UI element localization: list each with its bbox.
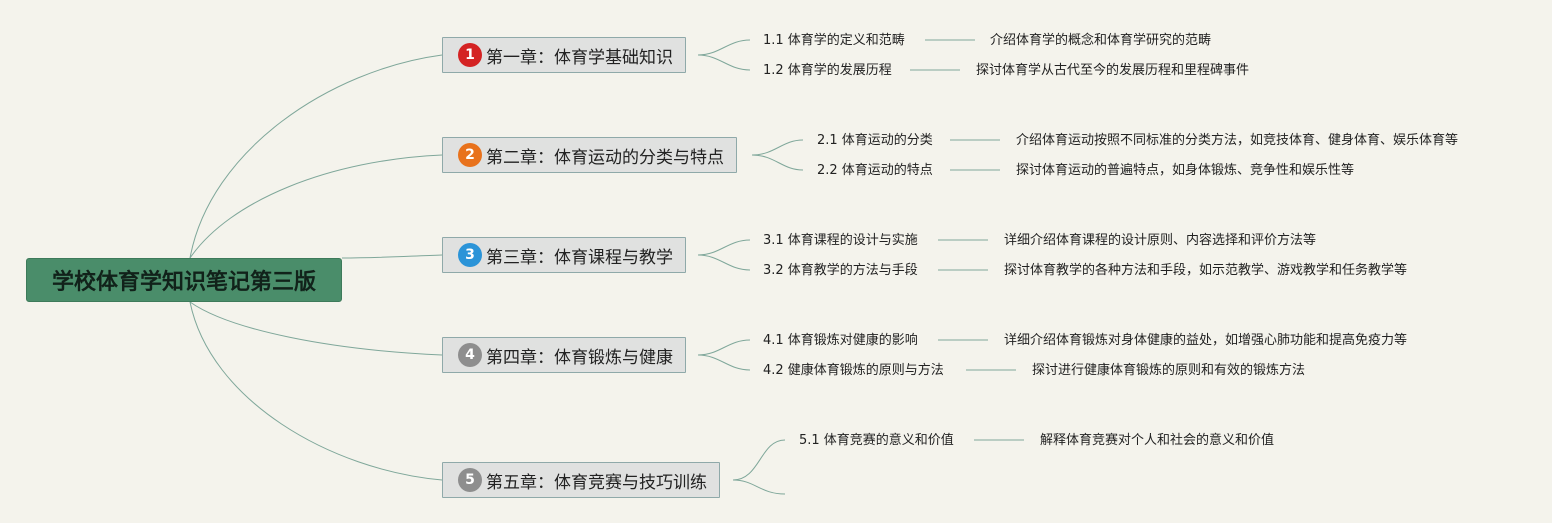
desc-1-1[interactable]: 介绍体育学的概念和体育学研究的范畴 <box>990 33 1212 48</box>
subtopic-1-1[interactable]: 1.1 体育学的定义和范畴 <box>763 33 905 48</box>
subtopic-2-2[interactable]: 2.2 体育运动的特点 <box>817 163 933 178</box>
chapter-4-topic[interactable]: 4 第四章：体育锻炼与健康 <box>442 337 686 373</box>
number-4-icon: 4 <box>458 343 482 367</box>
chapter-2-title: 第二章：体育运动的分类与特点 <box>486 147 724 168</box>
number-2-icon: 2 <box>458 143 482 167</box>
ch5-branch-1 <box>732 439 786 481</box>
root-link-5 <box>189 301 443 481</box>
ch1-branch-2 <box>697 54 751 71</box>
chapter-1-topic[interactable]: 1 第一章：体育学基础知识 <box>442 37 686 73</box>
subtopic-5-1[interactable]: 5.1 体育竞赛的意义和价值 <box>799 433 954 448</box>
root-link-2 <box>189 154 443 259</box>
root-link-4 <box>189 301 443 356</box>
root-topic[interactable]: 学校体育学知识笔记第三版 <box>26 258 342 302</box>
ch2-branch-2 <box>751 154 804 171</box>
chapter-5-title: 第五章：体育竞赛与技巧训练 <box>486 472 707 493</box>
desc-2-2[interactable]: 探讨体育运动的普遍特点，如身体锻炼、竞争性和娱乐性等 <box>1016 163 1355 178</box>
subtopic-4-1[interactable]: 4.1 体育锻炼对健康的影响 <box>763 333 918 348</box>
desc-5-1[interactable]: 解释体育竞赛对个人和社会的意义和价值 <box>1040 433 1275 448</box>
chapter-5-topic[interactable]: 5 第五章：体育竞赛与技巧训练 <box>442 462 720 498</box>
desc-1-2[interactable]: 探讨体育学从古代至今的发展历程和里程碑事件 <box>976 63 1250 78</box>
desc-3-1[interactable]: 详细介绍体育课程的设计原则、内容选择和评价方法等 <box>1004 233 1317 248</box>
ch2-branch-1 <box>751 139 804 156</box>
number-1-icon: 1 <box>458 43 482 67</box>
ch5-branch-2 <box>732 479 786 495</box>
subtopic-3-1[interactable]: 3.1 体育课程的设计与实施 <box>763 233 918 248</box>
root-link-3 <box>341 254 443 259</box>
ch1-branch-1 <box>697 39 751 56</box>
root-link-1 <box>189 54 443 259</box>
subtopic-1-2[interactable]: 1.2 体育学的发展历程 <box>763 63 892 78</box>
chapter-4-title: 第四章：体育锻炼与健康 <box>486 347 673 368</box>
chapter-3-title: 第三章：体育课程与教学 <box>486 247 673 268</box>
subtopic-3-2[interactable]: 3.2 体育教学的方法与手段 <box>763 263 918 278</box>
chapter-2-topic[interactable]: 2 第二章：体育运动的分类与特点 <box>442 137 737 173</box>
ch4-branch-1 <box>697 339 751 356</box>
chapter-1-title: 第一章：体育学基础知识 <box>486 47 673 68</box>
chapter-3-topic[interactable]: 3 第三章：体育课程与教学 <box>442 237 686 273</box>
desc-4-1[interactable]: 详细介绍体育锻炼对身体健康的益处，如增强心肺功能和提高免疫力等 <box>1004 333 1408 348</box>
desc-2-1[interactable]: 介绍体育运动按照不同标准的分类方法，如竞技体育、健身体育、娱乐体育等 <box>1016 133 1459 148</box>
number-5-icon: 5 <box>458 468 482 492</box>
ch3-branch-2 <box>697 254 751 271</box>
subtopic-2-1[interactable]: 2.1 体育运动的分类 <box>817 133 933 148</box>
ch3-branch-1 <box>697 239 751 256</box>
number-3-icon: 3 <box>458 243 482 267</box>
desc-4-2[interactable]: 探讨进行健康体育锻炼的原则和有效的锻炼方法 <box>1032 363 1306 378</box>
desc-3-2[interactable]: 探讨体育教学的各种方法和手段，如示范教学、游戏教学和任务教学等 <box>1004 263 1408 278</box>
ch4-branch-2 <box>697 354 751 371</box>
subtopic-4-2[interactable]: 4.2 健康体育锻炼的原则与方法 <box>763 363 944 378</box>
